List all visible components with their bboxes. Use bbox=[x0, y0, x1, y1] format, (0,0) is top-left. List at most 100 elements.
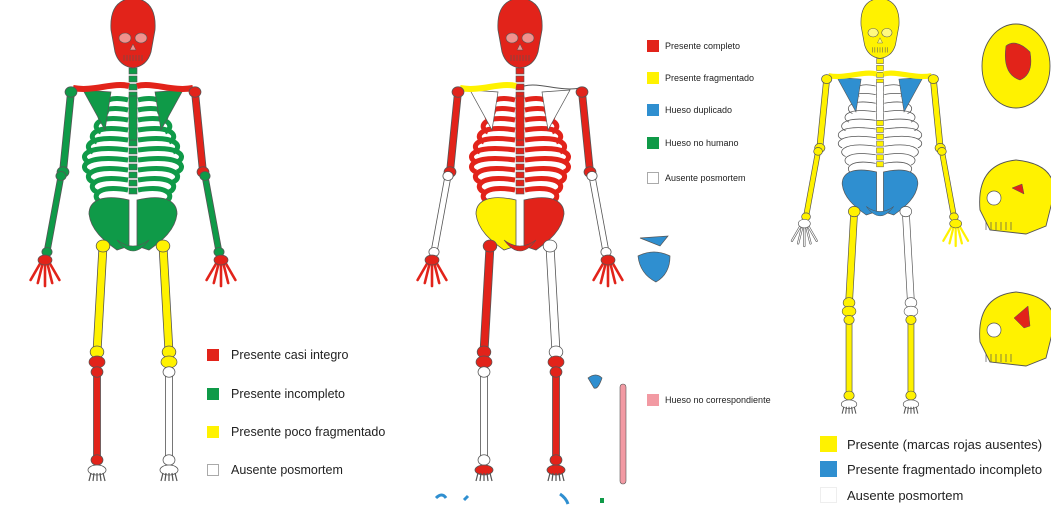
skull-side-view-1 bbox=[980, 160, 1051, 234]
legend-middle-extra: Hueso no correspondiente bbox=[647, 394, 797, 410]
legend-swatch bbox=[207, 388, 219, 400]
legend-swatch bbox=[647, 104, 659, 116]
legend-middle-item: Ausente posmortem bbox=[647, 172, 746, 184]
patella-left bbox=[842, 306, 856, 316]
legend-label: Hueso no humano bbox=[665, 138, 739, 148]
sternum bbox=[877, 83, 884, 121]
femur-left bbox=[90, 240, 110, 358]
humerus-left bbox=[815, 75, 832, 153]
legend-right-item: Presente fragmentado incompleto bbox=[820, 461, 1042, 477]
skeleton-middle bbox=[418, 0, 623, 481]
legend-middle-item: Hueso duplicado bbox=[647, 104, 732, 116]
legend-left-item: Presente incompleto bbox=[207, 387, 345, 401]
forearm-left bbox=[42, 172, 66, 257]
legend-left-item: Ausente posmortem bbox=[207, 463, 343, 477]
duplicate-fragment bbox=[560, 494, 568, 504]
femur-left bbox=[477, 240, 497, 358]
femur-right bbox=[900, 206, 917, 307]
clavicle-right bbox=[524, 85, 580, 89]
clavicle-left bbox=[73, 85, 129, 89]
legend-label: Presente fragmentado bbox=[665, 73, 754, 83]
legend-swatch bbox=[207, 349, 219, 361]
skeleton-left bbox=[31, 0, 236, 481]
humerus-left bbox=[444, 87, 464, 178]
tibia-right bbox=[550, 367, 562, 466]
skull bbox=[861, 0, 899, 58]
hand-left bbox=[31, 255, 60, 286]
legend-right: Presente (marcas rojas ausentes) Present… bbox=[820, 436, 1050, 506]
femur-left bbox=[843, 206, 860, 307]
legend-label: Hueso no correspondiente bbox=[665, 395, 771, 405]
sternum bbox=[516, 96, 524, 140]
legend-label: Ausente posmortem bbox=[847, 488, 963, 503]
legend-label: Hueso duplicado bbox=[665, 105, 732, 115]
tibia-left bbox=[91, 367, 103, 466]
duplicate-fragment bbox=[640, 236, 668, 246]
duplicate-fragment bbox=[464, 496, 468, 500]
hand-right bbox=[207, 255, 236, 286]
legend-middle-item: Presente completo bbox=[647, 40, 740, 52]
skull bbox=[498, 0, 542, 68]
legend-swatch bbox=[820, 461, 837, 477]
legend-swatch bbox=[820, 487, 837, 503]
legend-middle-item: Hueso no correspondiente bbox=[647, 394, 771, 406]
tibia-right bbox=[906, 315, 916, 400]
patella-right bbox=[548, 356, 564, 368]
skeleton-right bbox=[792, 0, 968, 414]
legend-swatch bbox=[647, 137, 659, 149]
legend-label: Presente casi integro bbox=[231, 348, 348, 362]
tibia-right bbox=[163, 367, 175, 466]
femur-right bbox=[543, 240, 563, 358]
legend-label: Ausente posmortem bbox=[665, 173, 746, 183]
legend-middle-item: Presente fragmentado bbox=[647, 72, 754, 84]
legend-right-item: Presente (marcas rojas ausentes) bbox=[820, 436, 1042, 452]
hand-left bbox=[418, 255, 447, 286]
forearm-left bbox=[429, 172, 453, 257]
foot-right bbox=[160, 465, 178, 481]
skull-side-view-2 bbox=[980, 292, 1051, 366]
tibia-left bbox=[478, 367, 490, 466]
skull bbox=[111, 0, 155, 68]
legend-swatch bbox=[647, 72, 659, 84]
legend-swatch bbox=[647, 172, 659, 184]
tibia-left bbox=[844, 315, 854, 400]
legend-label: Ausente posmortem bbox=[231, 463, 343, 477]
humerus-right bbox=[189, 87, 209, 178]
clavicle-right bbox=[137, 85, 193, 89]
hand-right bbox=[594, 255, 623, 286]
legend-left-item: Presente poco fragmentado bbox=[207, 425, 385, 439]
legend-middle: Presente completo Presente fragmentado H… bbox=[647, 40, 797, 190]
legend-left-item: Presente casi integro bbox=[207, 348, 348, 362]
legend-right-item: Ausente posmortem bbox=[820, 487, 963, 503]
clavicle-left bbox=[460, 85, 516, 89]
nonhuman-fragment bbox=[600, 498, 604, 503]
legend-label: Presente (marcas rojas ausentes) bbox=[847, 437, 1042, 452]
legend-swatch bbox=[820, 436, 837, 452]
humerus-left bbox=[57, 87, 77, 178]
legend-swatch bbox=[207, 464, 219, 476]
foot-left bbox=[841, 400, 856, 414]
patella-right bbox=[904, 306, 918, 316]
legend-swatch bbox=[647, 394, 659, 406]
forearm-right bbox=[587, 172, 611, 257]
duplicate-fragment bbox=[436, 495, 446, 498]
foot-left bbox=[475, 465, 493, 481]
duplicate-pelvis bbox=[638, 252, 670, 282]
hand-left bbox=[792, 219, 817, 246]
foot-right bbox=[903, 400, 918, 414]
foot-right bbox=[547, 465, 565, 481]
femur-right bbox=[156, 240, 176, 358]
forearm-left bbox=[802, 147, 823, 220]
patella-right bbox=[161, 356, 177, 368]
legend-middle-item: Hueso no humano bbox=[647, 137, 739, 149]
legend-label: Presente poco fragmentado bbox=[231, 425, 385, 439]
clavicle-right bbox=[883, 73, 931, 76]
sternum bbox=[129, 96, 137, 140]
patella-left bbox=[476, 356, 492, 368]
hand-right bbox=[943, 219, 968, 246]
legend-label: Presente completo bbox=[665, 41, 740, 51]
clavicle-left bbox=[828, 73, 876, 76]
patella-left bbox=[89, 356, 105, 368]
legend-swatch bbox=[647, 40, 659, 52]
legend-label: Presente incompleto bbox=[231, 387, 345, 401]
